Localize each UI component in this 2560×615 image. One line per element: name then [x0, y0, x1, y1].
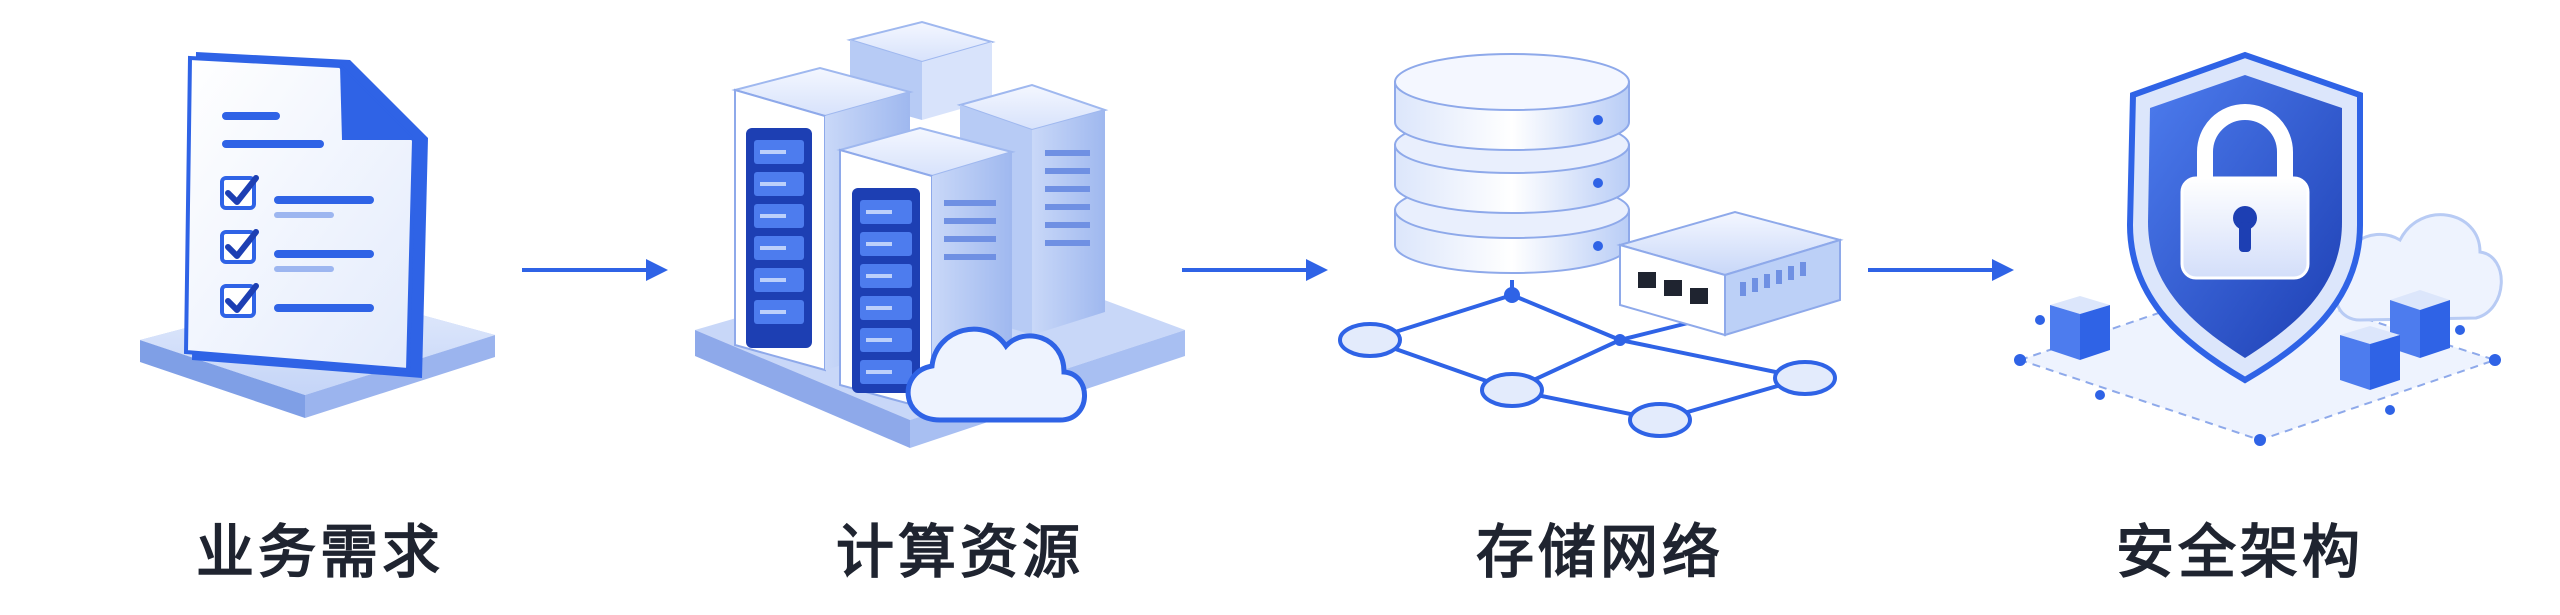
network-switch-icon	[1616, 210, 1844, 337]
requirements-document-icon	[140, 52, 495, 418]
stage-storage-network: 存储网络	[1280, 0, 1920, 615]
arrow-right-icon	[1868, 259, 2014, 281]
stage-label: 计算资源	[835, 518, 1084, 586]
lock-icon	[2180, 104, 2310, 280]
stage-business-requirements: 业务需求	[0, 0, 640, 615]
database-icon	[1394, 53, 1630, 274]
stage-label: 存储网络	[1475, 518, 1724, 586]
stage-security-architecture: 安全架构	[1920, 0, 2560, 615]
stage-label: 业务需求	[195, 518, 444, 586]
arrow-right-icon	[1182, 259, 1328, 281]
server-cluster-cloud-icon	[695, 20, 1185, 448]
storage-network-icon	[1338, 53, 1844, 438]
stage-label: 安全架构	[2115, 518, 2364, 586]
arrow-right-icon	[522, 259, 668, 281]
security-shield-lock-icon	[2014, 51, 2503, 446]
stage-compute-resources: 计算资源	[640, 0, 1280, 615]
cloud-icon	[905, 326, 1087, 423]
